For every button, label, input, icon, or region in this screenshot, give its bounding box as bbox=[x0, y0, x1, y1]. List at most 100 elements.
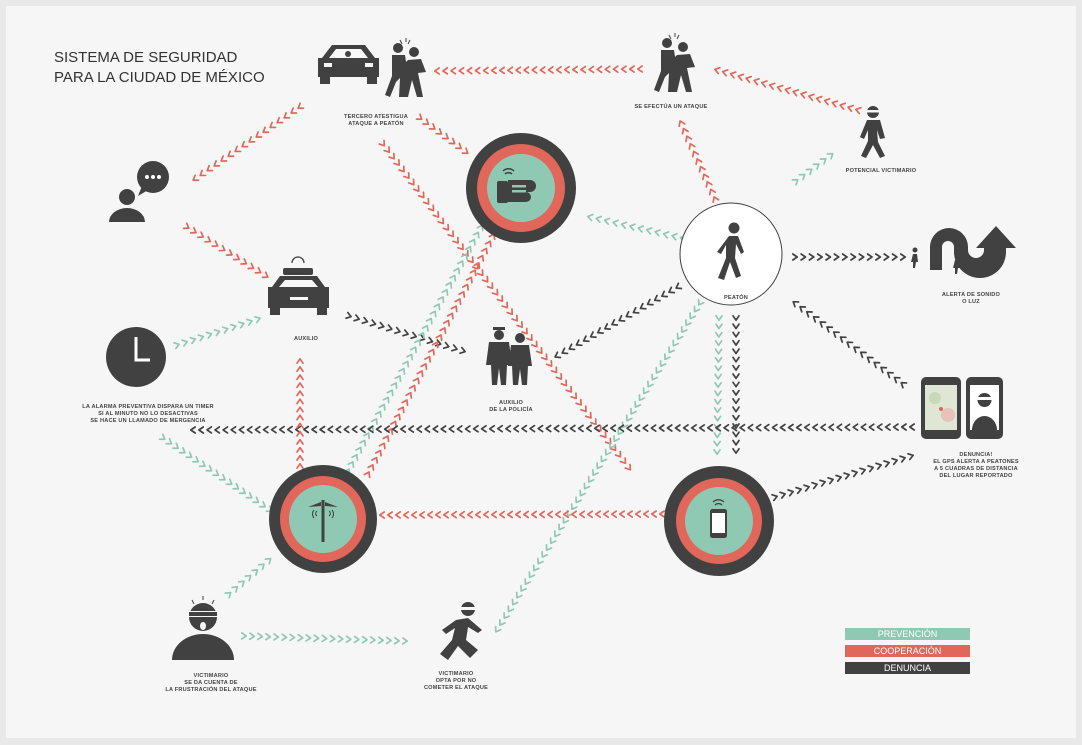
arrow-chevron bbox=[424, 354, 434, 363]
arrow-chevron bbox=[490, 510, 498, 519]
arrow-chevron bbox=[690, 424, 697, 432]
arrow-chevron bbox=[224, 589, 234, 599]
arrow-chevron bbox=[747, 423, 754, 432]
infographic-canvas: SISTEMA DE SEGURIDAD PARA LA CIUDAD DE M… bbox=[6, 6, 1076, 738]
arrow-chevron bbox=[866, 253, 873, 261]
arrow-chevron bbox=[795, 423, 802, 432]
arrow-chevron bbox=[500, 612, 511, 621]
arrow-chevron bbox=[616, 314, 626, 325]
arrow-chevron bbox=[686, 141, 696, 150]
arrow-chevron bbox=[581, 335, 590, 345]
arrow-chevron bbox=[810, 313, 820, 323]
arrow-chevron bbox=[844, 338, 854, 349]
arrow-chevron bbox=[289, 633, 296, 642]
arrow-chevron bbox=[461, 147, 471, 157]
arrow-chevron bbox=[401, 637, 409, 645]
arrow-chevron bbox=[377, 321, 386, 331]
arrow-chevron bbox=[427, 347, 437, 356]
arrow-chevron bbox=[658, 424, 665, 432]
arrow-chevron bbox=[232, 253, 242, 263]
arrow-chevron bbox=[627, 407, 637, 417]
arrow-chevron bbox=[775, 83, 784, 93]
arrow-chevron bbox=[628, 222, 636, 231]
arrow-chevron bbox=[329, 634, 336, 643]
arrow-chevron bbox=[715, 323, 723, 330]
arrow-chevron bbox=[721, 67, 729, 77]
arrow-chevron bbox=[351, 452, 361, 461]
arrow-chevron bbox=[695, 298, 705, 308]
arrow-chevron bbox=[474, 510, 482, 519]
arrow-chevron bbox=[771, 423, 778, 432]
arrow-chevron bbox=[412, 184, 422, 194]
arrow-chevron bbox=[799, 90, 807, 99]
arrow-chevron bbox=[713, 407, 722, 414]
arrow-chevron bbox=[817, 318, 827, 328]
assault-icon bbox=[654, 33, 695, 92]
arrow-chevron bbox=[523, 66, 530, 74]
arrow-chevron bbox=[836, 423, 843, 432]
arrow-chevron bbox=[884, 423, 891, 431]
arrow-chevron bbox=[636, 394, 646, 403]
arrow-chevron bbox=[620, 65, 627, 74]
arrow-chevron bbox=[393, 636, 401, 645]
arrow-chevron bbox=[645, 226, 653, 235]
arrow-chevron bbox=[246, 425, 253, 434]
arrow-chevron bbox=[466, 66, 473, 75]
arrow-chevron bbox=[710, 194, 720, 204]
arrow-chevron bbox=[359, 438, 369, 447]
arrow-chevron bbox=[771, 492, 779, 502]
arrow-chevron bbox=[246, 136, 256, 146]
arrow-chevron bbox=[190, 174, 200, 184]
arrow-chevron bbox=[841, 253, 848, 261]
arrow-chevron bbox=[481, 275, 491, 285]
running-thief-icon bbox=[440, 602, 482, 660]
arrow-chevron bbox=[560, 379, 570, 389]
arrow-chevron bbox=[370, 416, 380, 426]
arrow-chevron bbox=[386, 387, 396, 397]
masked-person-walking-icon bbox=[860, 106, 885, 158]
arrow-chevron bbox=[337, 635, 344, 643]
arrow-chevron bbox=[588, 331, 597, 341]
arrow-chevron bbox=[432, 210, 442, 220]
arrow-chevron bbox=[428, 123, 438, 133]
arrow-chevron bbox=[416, 425, 423, 433]
arrow-chevron bbox=[221, 325, 230, 334]
arrow-chevron bbox=[876, 423, 883, 431]
arrow-chevron bbox=[441, 132, 451, 142]
arrow-chevron bbox=[286, 425, 293, 434]
arrow-chevron bbox=[205, 464, 215, 475]
arrow-chevron bbox=[543, 543, 553, 553]
arrow-chevron bbox=[760, 78, 768, 88]
arrow-chevron bbox=[835, 473, 843, 483]
arrow-chevron bbox=[486, 282, 496, 292]
arrow-chevron bbox=[426, 510, 434, 519]
arrow-chevron bbox=[378, 441, 388, 450]
arrow-chevron bbox=[375, 425, 382, 434]
arrow-chevron bbox=[545, 424, 552, 433]
arrow-chevron bbox=[628, 65, 635, 73]
arrow-chevron bbox=[237, 319, 246, 329]
arrow-chevron bbox=[791, 87, 800, 97]
arrow-chevron bbox=[783, 85, 792, 95]
police-car-icon bbox=[268, 256, 329, 315]
arrow-chevron bbox=[553, 424, 560, 433]
arrow-chevron bbox=[458, 66, 465, 75]
arrow-chevron bbox=[811, 480, 819, 490]
arrow-chevron bbox=[899, 454, 907, 463]
arrow-chevron bbox=[452, 236, 462, 246]
arrow-chevron bbox=[388, 152, 398, 162]
arrow-chevron bbox=[851, 344, 861, 354]
phone-map-icon bbox=[921, 377, 961, 439]
arrow-chevron bbox=[559, 347, 569, 357]
arrow-chevron bbox=[446, 311, 456, 320]
arrow-chevron bbox=[450, 510, 458, 519]
arrow-chevron bbox=[496, 424, 504, 433]
arrow-chevron bbox=[442, 510, 450, 519]
arrow-chevron bbox=[189, 226, 199, 237]
arrow-chevron bbox=[676, 118, 686, 128]
arrow-chevron bbox=[547, 537, 557, 546]
arrow-chevron bbox=[645, 298, 654, 308]
arrow-chevron bbox=[506, 510, 514, 519]
arrow-chevron bbox=[394, 326, 402, 336]
arrow-chevron bbox=[257, 561, 267, 571]
